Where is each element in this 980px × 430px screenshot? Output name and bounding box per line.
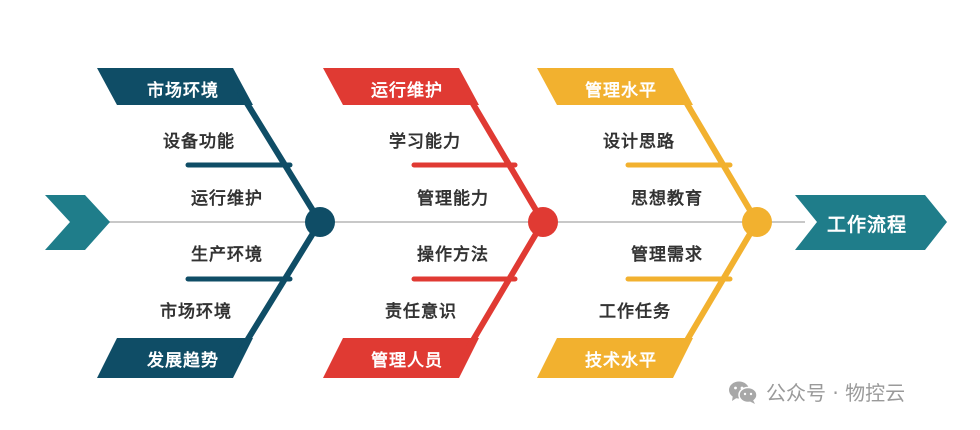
group-2-bottom-category: 管理人员 [371,351,443,371]
group-3-cause-bottom-1: 管理需求 [631,245,703,265]
group-1-node [305,207,335,237]
wechat-icon [728,380,758,404]
group-3-bottom-category: 技术水平 [585,351,657,371]
group-1-cause-top-2: 运行维护 [191,189,263,209]
group-1-bottom-category: 发展趋势 [147,351,219,371]
group-3-node [742,207,772,237]
head-label: 工作流程 [827,214,908,236]
group-3-bones [537,68,772,378]
group-3-cause-top-1: 设计思路 [603,132,675,152]
head-arrow-shape [795,195,947,250]
group-2-cause-top-2: 管理能力 [417,189,489,209]
group-1-bottom-tag-shape [97,338,253,378]
group-3-top-category: 管理水平 [585,81,657,101]
tail-chevron-icon [45,195,110,250]
group-2-cause-bottom-1: 操作方法 [417,245,489,265]
group-2-node [528,207,558,237]
group-3-cause-top-2: 思想教育 [631,189,703,209]
group-2-cause-bottom-2: 责任意识 [385,302,457,322]
group-1-cause-bottom-2: 市场环境 [160,302,232,322]
watermark: 公众号 · 物控云 [728,377,905,406]
group-2-top-category: 运行维护 [371,81,443,101]
watermark-text: 公众号 · 物控云 [766,381,906,405]
group-1-top-tag-shape [97,68,253,105]
group-1-cause-bottom-1: 生产环境 [191,245,263,265]
group-2-bones [323,68,558,378]
group-3-cause-bottom-2: 工作任务 [599,302,671,322]
group-1-cause-top-1: 设备功能 [163,132,235,152]
group-2-cause-top-1: 学习能力 [389,132,461,152]
group-1-top-category: 市场环境 [147,81,219,101]
group-1-bones [97,68,335,378]
